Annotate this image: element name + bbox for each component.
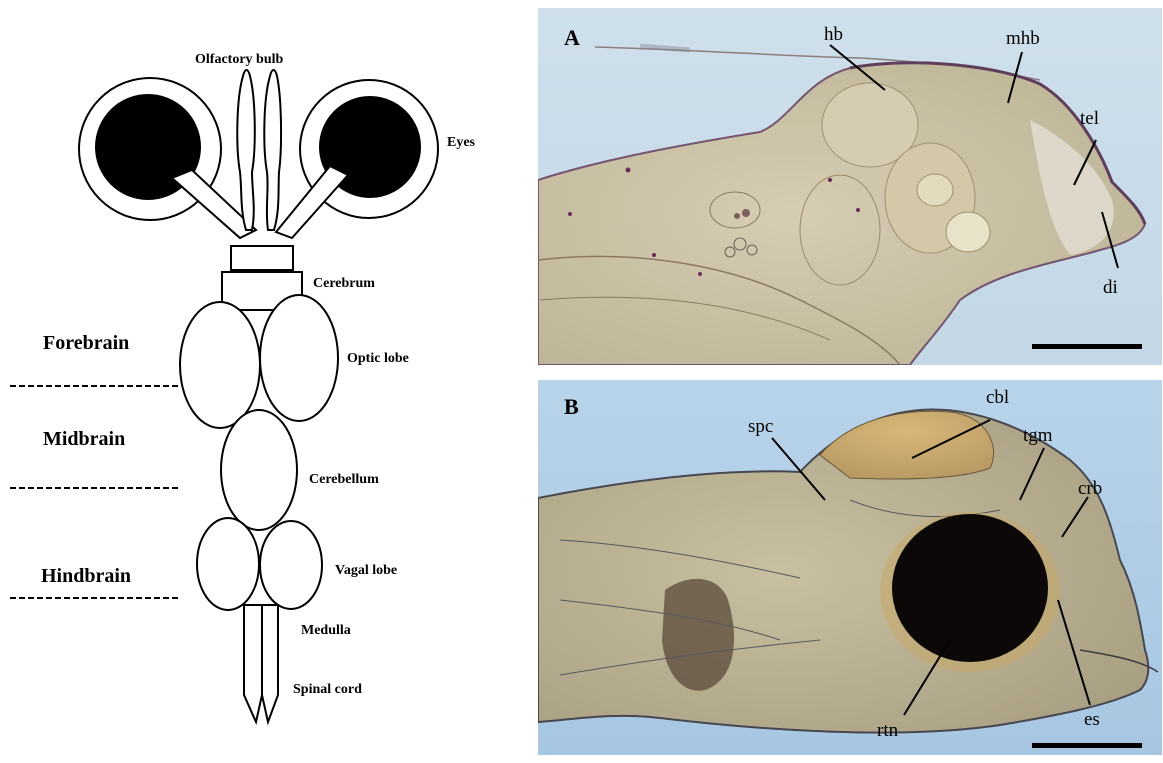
spinal-cord-left: [244, 605, 262, 722]
left-olfactory-bulb: [237, 70, 254, 230]
label-mhb: mhb: [1006, 28, 1040, 49]
label-midbrain: Midbrain: [43, 428, 125, 450]
label-forebrain: Forebrain: [43, 332, 129, 354]
panel-b-letter: B: [564, 394, 579, 419]
label-vagal-lobe: Vagal lobe: [335, 563, 397, 578]
cerebrum-upper: [231, 246, 293, 270]
label-rtn: rtn: [877, 720, 899, 741]
label-tgm: tgm: [1023, 425, 1053, 446]
vagal-lobe-right: [260, 521, 322, 609]
cerebellum-shape: [221, 410, 297, 530]
label-crb: crb: [1078, 478, 1102, 499]
label-olfactory-bulb: Olfactory bulb: [195, 52, 283, 67]
spinal-cord-right: [262, 605, 278, 722]
label-es: es: [1084, 709, 1100, 730]
panel-a-letter: A: [564, 25, 580, 50]
optic-lobe-right: [260, 295, 338, 421]
label-hindbrain: Hindbrain: [41, 565, 131, 587]
optic-lobe-left: [180, 302, 260, 428]
label-cerebellum: Cerebellum: [309, 472, 379, 487]
scale-bar-a: [1032, 344, 1142, 349]
label-cerebrum: Cerebrum: [313, 276, 375, 291]
vagal-lobe-left: [197, 518, 259, 610]
right-olfactory-bulb: [264, 70, 281, 230]
label-optic-lobe: Optic lobe: [347, 351, 409, 366]
label-hb: hb: [824, 24, 843, 45]
brain-schematic: [79, 70, 438, 722]
label-medulla: Medulla: [301, 623, 351, 638]
label-spc: spc: [748, 416, 773, 437]
photo-b-eye: [892, 514, 1048, 662]
label-di: di: [1103, 277, 1118, 298]
scale-bar-b: [1032, 743, 1142, 748]
photo-b: [538, 380, 1162, 755]
label-cbl: cbl: [986, 387, 1009, 408]
label-eyes: Eyes: [447, 135, 476, 150]
label-spinal-cord: Spinal cord: [293, 682, 362, 697]
label-tel: tel: [1080, 108, 1099, 129]
